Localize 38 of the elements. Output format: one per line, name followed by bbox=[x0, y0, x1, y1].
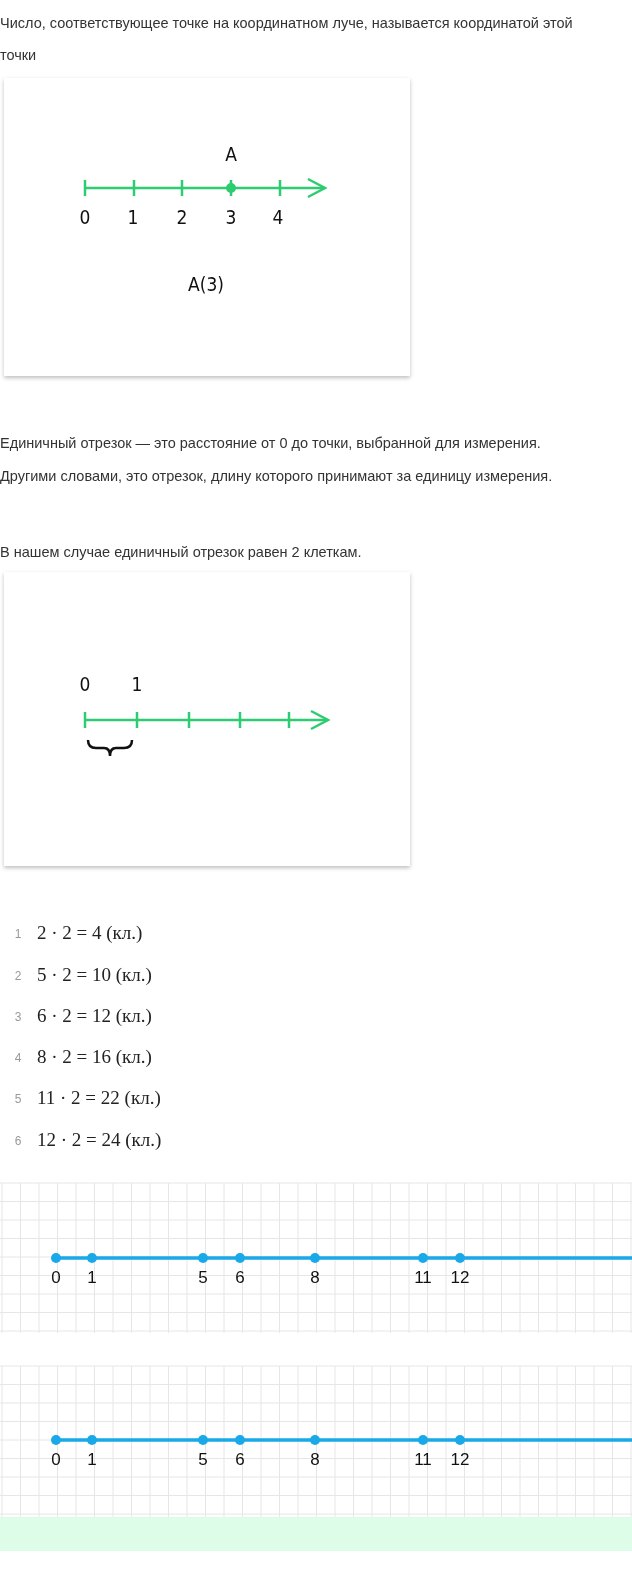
tick-label: 5 bbox=[198, 1450, 208, 1470]
equation: 2 · 2 = 4 (кл.) bbox=[37, 922, 143, 944]
point-label: A bbox=[225, 143, 237, 165]
coordinate-label: A(3) bbox=[188, 273, 224, 295]
equation: 11 · 2 = 22 (кл.) bbox=[37, 1087, 161, 1109]
paragraph: Единичный отрезок — это расстояние от 0 до точки, выбранной для измерения. Другими словами, это отрезок, длину которого принимают за единицу измерения. bbox=[0, 434, 554, 486]
tick-label: 1 bbox=[127, 206, 139, 228]
equation: 6 · 2 = 12 (кл.) bbox=[37, 1005, 152, 1027]
tick-label: 8 bbox=[310, 1450, 320, 1470]
tick-label: 12 bbox=[450, 1268, 470, 1288]
tick-label: 0 bbox=[51, 1268, 61, 1288]
paragraph: Число, соответствующее точке на координатном луче, называется координатой этой точки bbox=[0, 14, 574, 65]
tick-label: 8 bbox=[310, 1268, 320, 1288]
tick-label: 6 bbox=[235, 1450, 245, 1470]
tick-label: 0 bbox=[79, 206, 91, 228]
list-number: 3 bbox=[14, 1010, 22, 1024]
equation: 5 · 2 = 10 (кл.) bbox=[37, 964, 152, 986]
tick-label: 0 bbox=[51, 1450, 61, 1470]
list-number: 4 bbox=[14, 1051, 22, 1065]
tick-label: 12 bbox=[450, 1450, 470, 1470]
tick-label: 5 bbox=[198, 1268, 208, 1288]
equation: 8 · 2 = 16 (кл.) bbox=[37, 1046, 152, 1068]
paragraph: В нашем случае единичный отрезок равен 2 клеткам. bbox=[0, 543, 363, 562]
list-number: 1 bbox=[14, 927, 22, 941]
tick-label: 1 bbox=[87, 1268, 97, 1288]
tick-label: 1 bbox=[131, 673, 143, 695]
tick-label: 0 bbox=[79, 673, 91, 695]
tick-label: 2 bbox=[176, 206, 188, 228]
list-number: 6 bbox=[14, 1134, 22, 1148]
list-number: 2 bbox=[14, 969, 22, 983]
tick-label: 3 bbox=[225, 206, 237, 228]
tick-label: 1 bbox=[87, 1450, 97, 1470]
equation: 12 · 2 = 24 (кл.) bbox=[37, 1129, 162, 1151]
list-number: 5 bbox=[14, 1092, 22, 1106]
tick-label: 11 bbox=[414, 1450, 432, 1470]
tick-label: 4 bbox=[272, 206, 284, 228]
tick-label: 6 bbox=[235, 1268, 245, 1288]
tick-label: 11 bbox=[414, 1268, 432, 1288]
